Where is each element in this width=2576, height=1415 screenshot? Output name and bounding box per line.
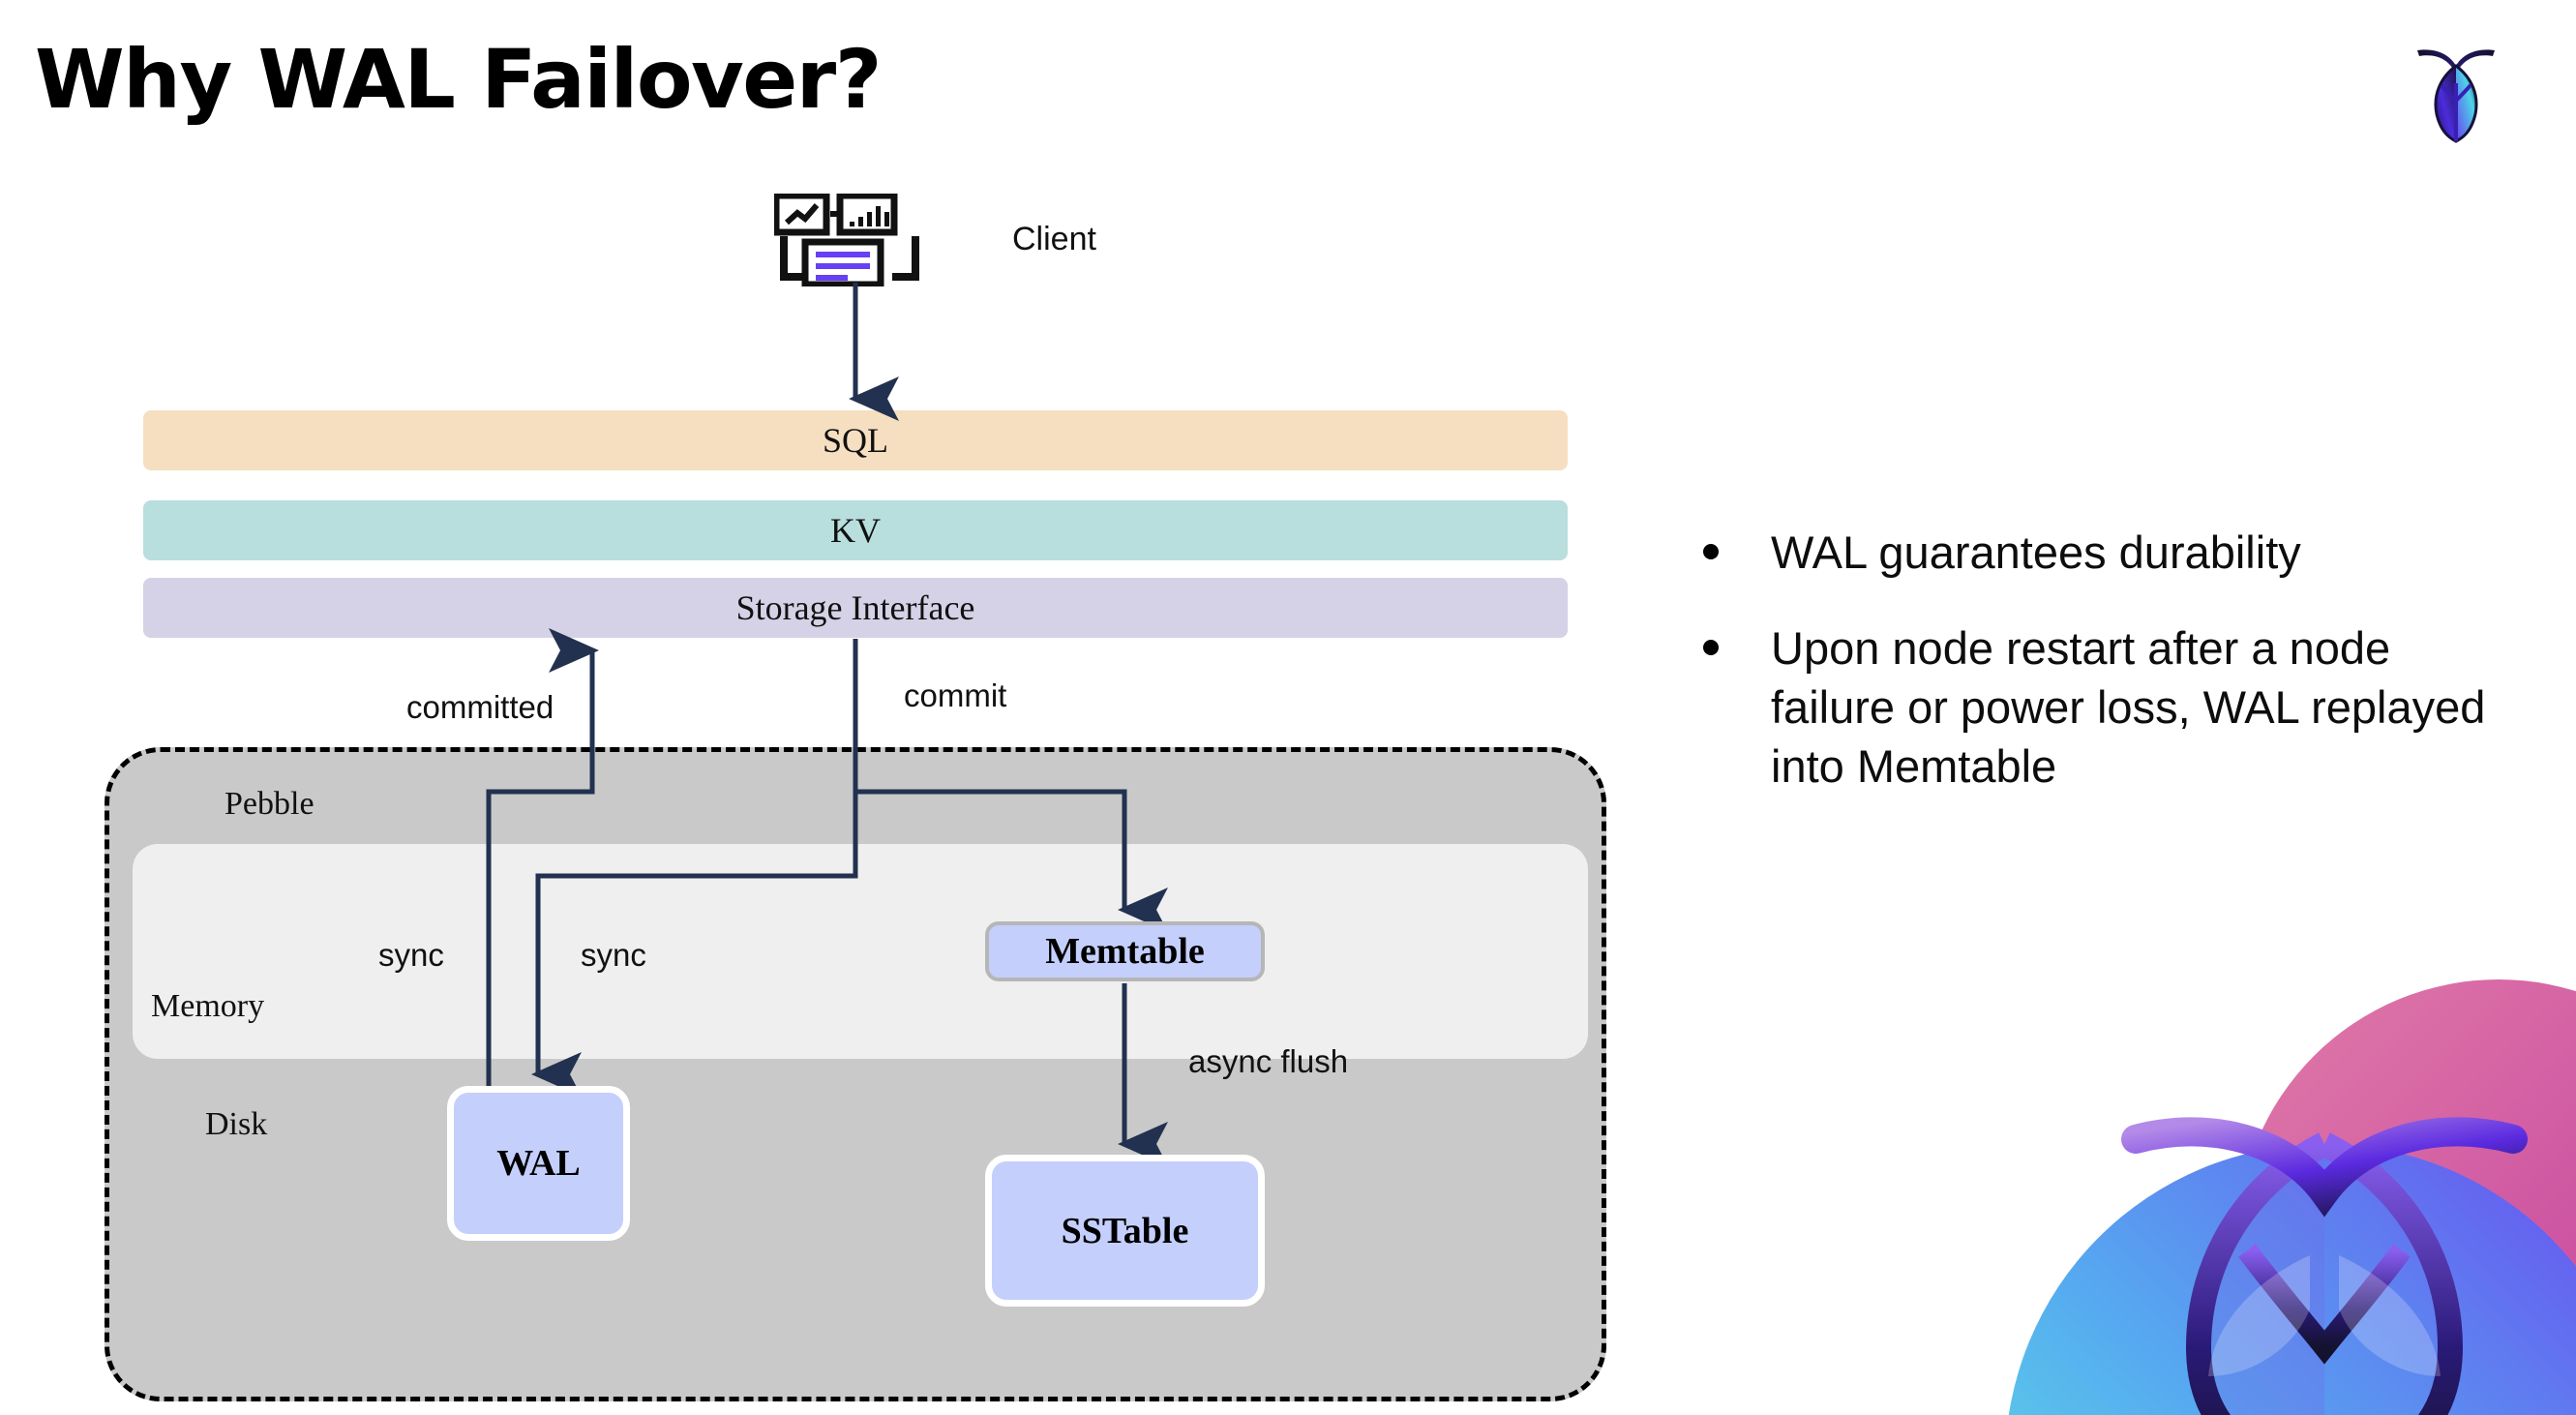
memory-zone [133,844,1588,1059]
decorative-logo-watermark [1957,921,2576,1415]
edge-label-committed: committed [406,689,554,725]
bullet-text: Upon node restart after a node failure o… [1771,622,2486,793]
edge-label-commit: commit [904,677,1007,713]
list-item: WAL guarantees durability [1703,523,2497,582]
cockroachdb-logo [2411,31,2501,143]
layer-label-kv: KV [830,511,881,550]
bullet-dot-icon [1703,640,1719,656]
node-label-wal: WAL [496,1143,581,1184]
node-label-memtable: Memtable [1045,931,1205,972]
node-wal: WAL [447,1086,630,1241]
node-memtable: Memtable [985,921,1265,981]
layer-label-sql: SQL [822,421,888,460]
layer-bar-sql: SQL [143,410,1568,470]
bullet-list: WAL guarantees durability Upon node rest… [1703,523,2497,832]
page-title: Why WAL Failover? [35,32,882,127]
pebble-container [105,747,1606,1401]
layer-bar-storage-interface: Storage Interface [143,578,1568,638]
node-label-sstable: SSTable [1061,1210,1189,1251]
edge-label-sync-left: sync [378,937,444,973]
bullet-dot-icon [1703,544,1719,559]
node-sstable: SSTable [985,1155,1265,1307]
client-devices-icon [772,192,925,288]
memory-label: Memory [151,988,265,1024]
list-item: Upon node restart after a node failure o… [1703,618,2497,796]
edge-label-sync-right: sync [581,937,646,973]
layer-label-storage-interface: Storage Interface [735,588,975,627]
client-label: Client [1012,221,1096,257]
disk-label: Disk [205,1106,268,1142]
layer-bar-kv: KV [143,500,1568,560]
edge-label-async-flush: async flush [1188,1043,1349,1079]
pebble-label: Pebble [225,786,315,822]
bullet-text: WAL guarantees durability [1771,527,2301,578]
